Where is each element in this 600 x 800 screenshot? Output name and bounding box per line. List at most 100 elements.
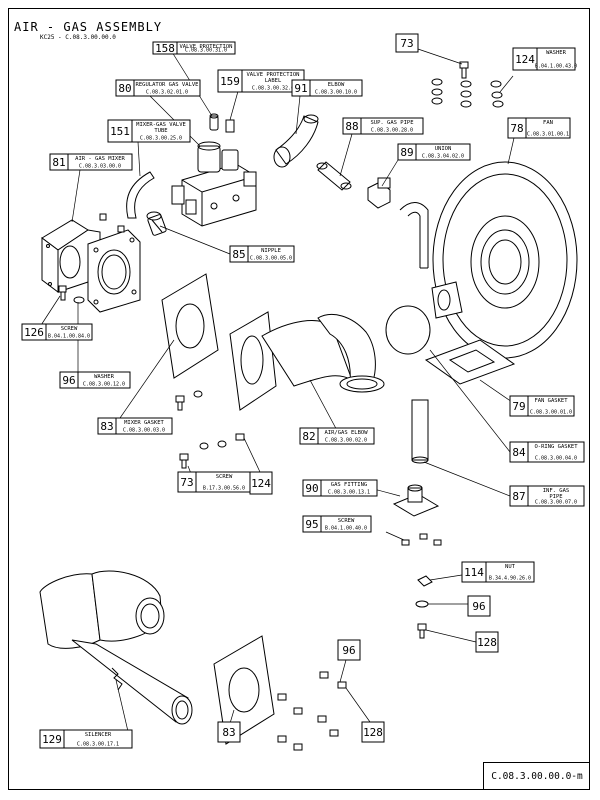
air-gas-elbow-part — [229, 311, 385, 411]
callout-number: 88 — [345, 120, 358, 133]
callout-number: 126 — [24, 326, 44, 339]
union-part — [367, 177, 391, 209]
callout-number: 96 — [62, 374, 75, 387]
callout-number: 81 — [52, 156, 65, 169]
callout-number: 90 — [305, 482, 318, 495]
right-small-parts — [415, 575, 433, 639]
callout-c81: 81 AIR - GAS MIXER C.08.3.03.00.0 — [49, 153, 133, 171]
callout-name: VALVE PROTECTION — [180, 44, 233, 50]
callout-number: 79 — [512, 400, 525, 413]
callout-c83b: 83 — [217, 721, 241, 743]
air-gas-mixer-part — [41, 219, 141, 313]
callout-number-box — [337, 639, 361, 661]
callout-number: 95 — [305, 518, 318, 531]
callout-c124b: 124 — [249, 471, 273, 495]
callout-number: 128 — [477, 636, 497, 649]
callout-label-box — [485, 561, 535, 583]
callout-code: C.08.3.00.28.0 — [371, 128, 413, 134]
callout-name: GAS FITTING — [331, 482, 367, 488]
callout-name: SCREW — [338, 518, 355, 524]
callout-number-box — [467, 595, 491, 617]
callout-c96c: 96 — [337, 639, 361, 661]
callout-name: SCREW — [216, 474, 233, 480]
callout-number: 73 — [400, 37, 413, 50]
gas-fitting-part — [392, 484, 440, 517]
callout-name: O-RING GASKET — [534, 444, 578, 450]
fan-part — [431, 161, 578, 359]
callout-number: 83 — [100, 420, 113, 433]
callout-label-box — [527, 395, 575, 417]
callout-label-box — [63, 729, 133, 749]
callout-code: C.08.3.00.13.1 — [328, 490, 370, 496]
callout-code: B.17.3.00.56.0 — [203, 486, 245, 492]
callout-number: 114 — [464, 566, 484, 579]
drawing-subtitle: KC25 - C.08.3.00.00.0 — [40, 34, 116, 41]
callout-code: B.04.1.00.84.0 — [48, 334, 90, 340]
callout-name: UNION — [435, 146, 452, 152]
callout-code: B.34.4.90.26.0 — [489, 576, 531, 582]
callout-label-box — [527, 441, 585, 463]
callout-number-box — [361, 721, 385, 743]
callout-code: C.08.3.00.12.0 — [83, 382, 125, 388]
callout-number: 89 — [400, 146, 413, 159]
callout-label-box — [176, 41, 236, 55]
callout-name: SILENCER — [85, 732, 112, 738]
callout-code: C.08.3.00.05.0 — [250, 256, 292, 262]
callout-number: 124 — [515, 53, 535, 66]
callout-code: C.08.3.01.00.1 — [527, 132, 569, 138]
callout-c128b: 128 — [361, 721, 385, 743]
regulator-gas-valve-part — [171, 141, 257, 227]
callout-code: C.08.3.00.25.0 — [140, 136, 182, 142]
nipple-part — [146, 211, 167, 236]
callout-name: FAN GASKET — [534, 398, 568, 404]
callout-number: 158 — [155, 42, 175, 55]
callout-number: 73 — [180, 476, 193, 489]
callout-name: NIPPLE — [261, 248, 281, 254]
callout-c73b: 73 SCREW B.17.3.00.56.0 — [177, 471, 253, 493]
drawing-number: C.08.3.00.00.0-m — [483, 762, 590, 790]
callout-c73a: 73 — [395, 33, 419, 53]
elbow-part — [273, 114, 319, 168]
callout-label-box — [133, 79, 201, 97]
callout-name: MIXER GASKET — [124, 420, 164, 426]
callout-number-box — [395, 33, 419, 53]
callout-name: REGULATOR GAS VALVE — [136, 82, 199, 88]
callout-label-box — [415, 143, 471, 161]
sup-gas-pipe-part — [316, 161, 352, 191]
callout-code: C.08.3.03.00.0 — [79, 164, 121, 170]
callout-code: C.08.3.00.04.0 — [535, 456, 577, 462]
silencer-gasket-part — [213, 635, 275, 745]
callout-number: 151 — [110, 125, 130, 138]
o-ring-part — [385, 305, 431, 355]
mixer-gasket-part — [161, 273, 219, 379]
callout-label-box — [525, 117, 571, 139]
callout-label-box — [131, 119, 191, 143]
callout-code: C.08.3.04.02.0 — [422, 154, 464, 160]
callout-name: WASHER — [546, 50, 567, 56]
callout-label-box — [45, 323, 93, 341]
callout-name: AIR - GAS MIXER — [75, 156, 125, 162]
callout-label-box — [77, 371, 131, 389]
callout-code: C.08.3.00.07.0 — [535, 500, 577, 506]
